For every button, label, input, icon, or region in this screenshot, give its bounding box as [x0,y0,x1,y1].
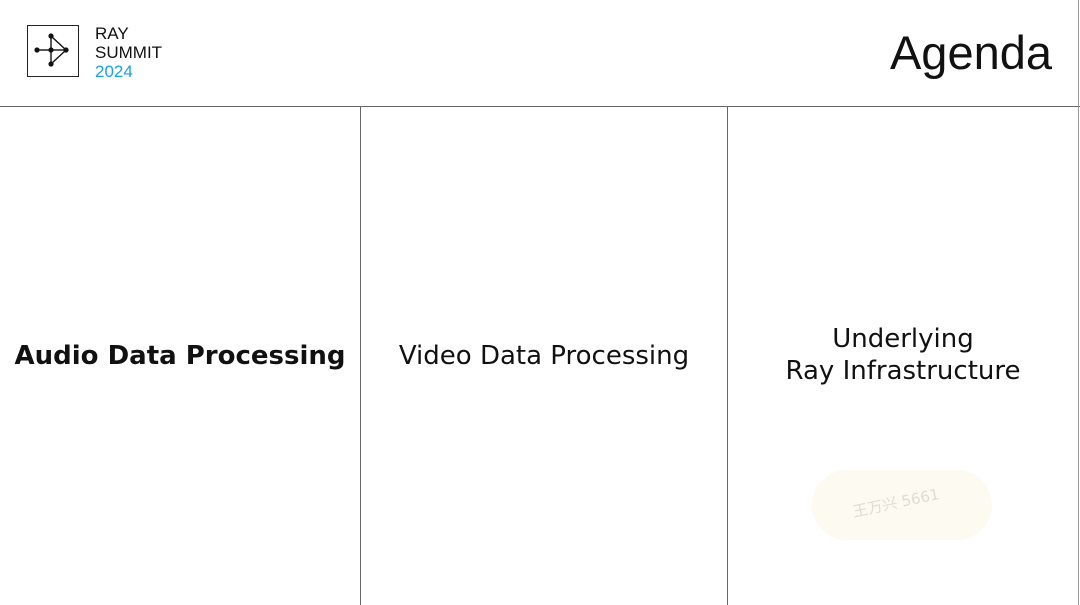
logo-line-year: 2024 [95,62,133,81]
ray-network-icon [27,25,79,77]
header-divider [0,106,1080,107]
agenda-item-label: Underlying Ray Infrastructure [785,324,1021,386]
column-divider-2 [727,107,728,605]
column-divider-1 [360,107,361,605]
agenda-item-label: Video Data Processing [398,341,690,371]
ray-logo-graphic [34,33,69,67]
logo-line-ray: RAY [95,24,129,43]
slide-right-edge [1078,0,1079,605]
slide-header: RAY SUMMIT 2024 Agenda [0,0,1080,106]
page-title: Agenda [889,26,1052,79]
agenda-item-infrastructure: Underlying Ray Infrastructure [728,107,1078,605]
logo-line-summit: SUMMIT [95,43,163,62]
agenda-item-video: Video Data Processing [361,107,727,605]
watermark: 王万兴 5661 [812,470,992,540]
agenda-item-label: Audio Data Processing [14,341,346,371]
agenda-item-audio: Audio Data Processing [0,107,360,605]
watermark-text: 王万兴 5661 [851,485,941,521]
ray-summit-logo-text: RAY SUMMIT 2024 [95,24,162,81]
